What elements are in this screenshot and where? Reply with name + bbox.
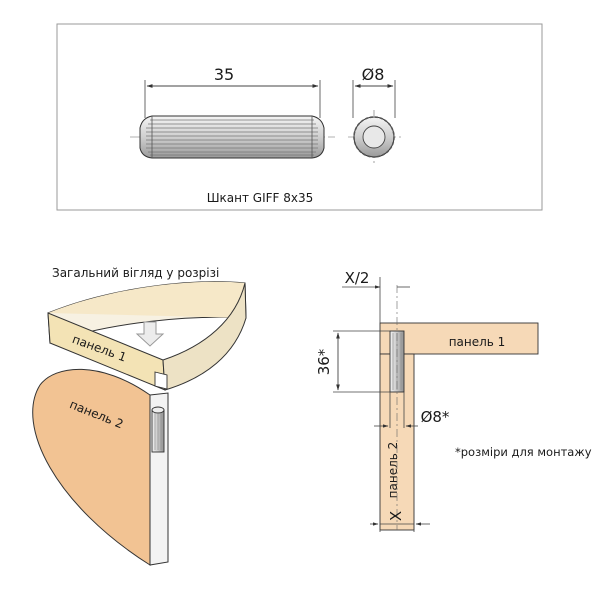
install-panel-1-label: панель 1 [449, 335, 506, 349]
length-label: 35 [214, 65, 234, 84]
panel-1-3d: панель 1 [47, 281, 247, 391]
half-x-label: X/2 [345, 269, 370, 287]
hole-diameter-dimension: Ø8* [374, 392, 450, 428]
dowel-side-view [130, 115, 335, 159]
depth-dimension: 36* [315, 330, 390, 393]
x-dimension: X [370, 508, 430, 532]
install-note: *розміри для монтажу [455, 445, 592, 459]
section-view: Загальний вігляд у розрізі панель 2 пане… [32, 266, 247, 566]
dowel-end-view [348, 110, 402, 165]
install-dowel [389, 285, 405, 530]
panel-2-3d: панель 2 [32, 368, 169, 566]
section-view-title: Загальний вігляд у розрізі [52, 266, 219, 280]
half-x-dimension: X/2 [342, 269, 410, 323]
dowel-caption: Шкант GIFF 8x35 [207, 191, 314, 205]
install-panel-2-label: панель 2 [386, 442, 400, 499]
install-drawing: панель 1 панель 2 X/2 36* [315, 269, 592, 532]
x-label: X [387, 511, 405, 521]
diameter-dimension: Ø8 [352, 65, 396, 118]
length-dimension: 35 [144, 65, 321, 118]
depth-label: 36* [315, 348, 333, 375]
dowel-3d [151, 406, 165, 453]
install-panel-1 [379, 322, 539, 355]
dowel-spec-box: 35 Ø8 [56, 23, 543, 211]
hole-diameter-label: Ø8* [421, 408, 450, 426]
diameter-label: Ø8 [362, 65, 385, 84]
